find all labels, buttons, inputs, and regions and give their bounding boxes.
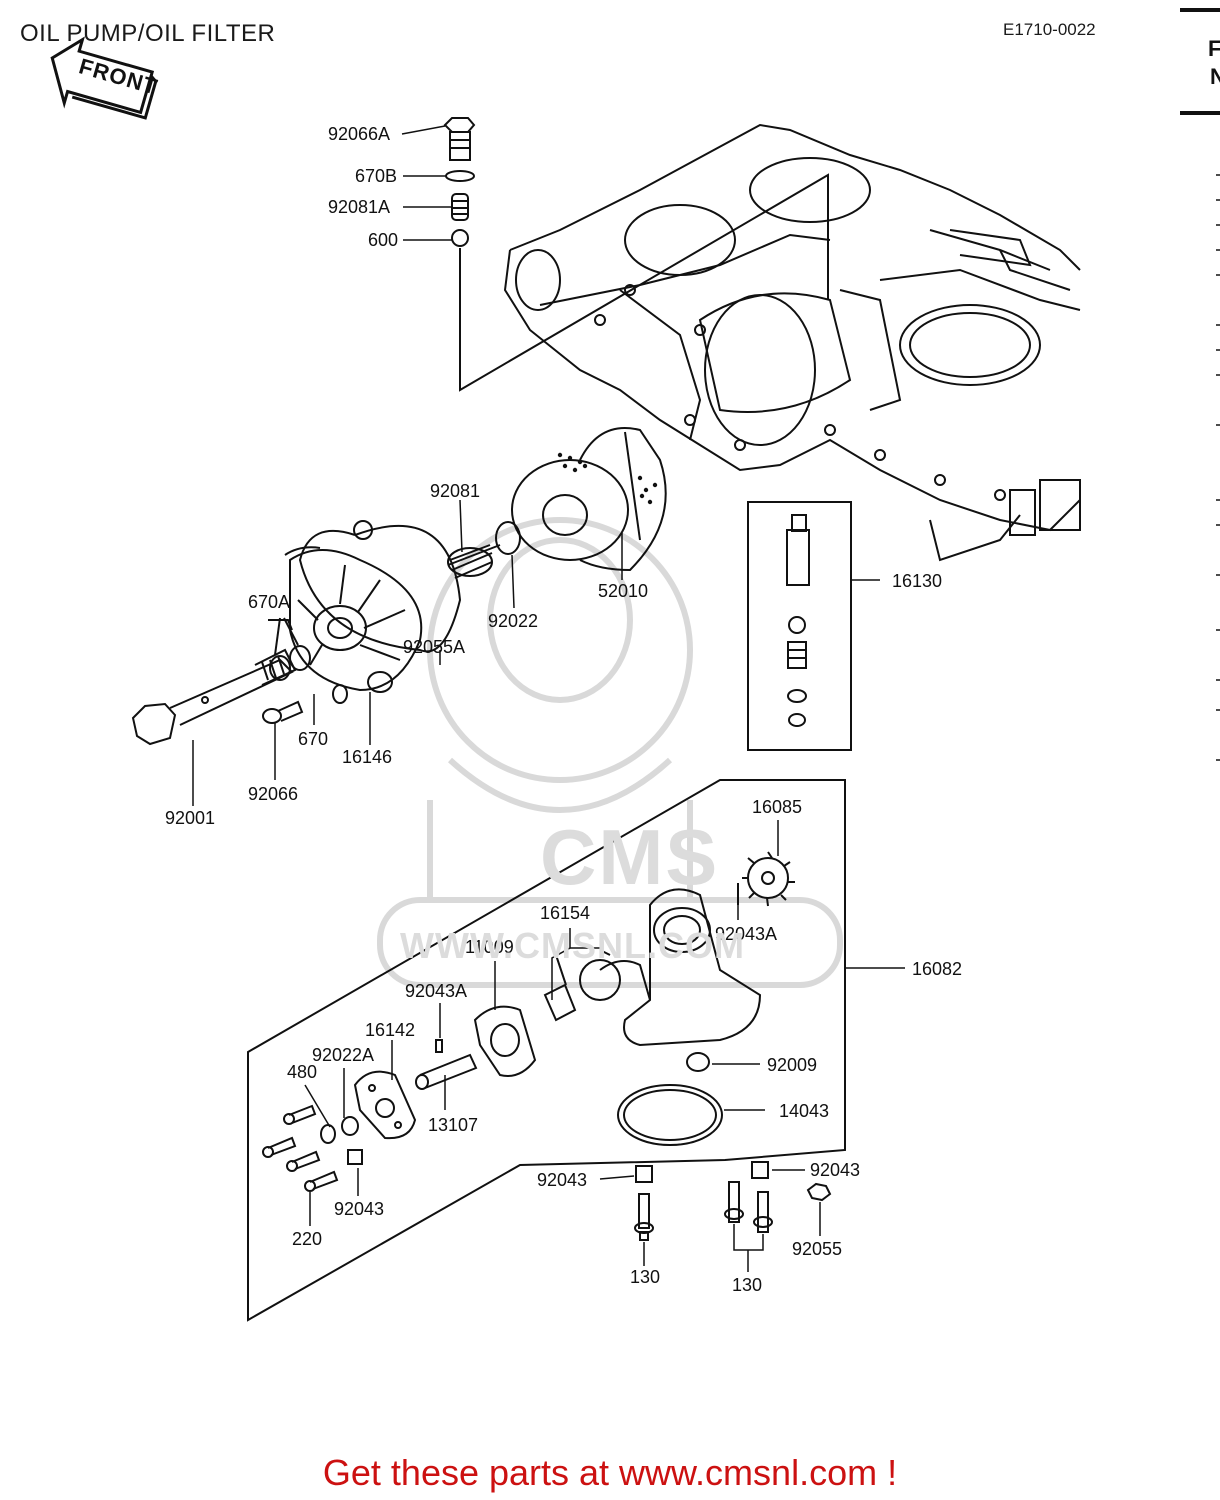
label-16154: 16154 (540, 903, 591, 923)
label-480: 480 (287, 1062, 318, 1082)
spring-92081 (447, 544, 501, 579)
plug-92009 (686, 1052, 710, 1072)
nut-92055 (806, 1182, 832, 1202)
label-16146: 16146 (342, 747, 393, 767)
pump-cover-16142 (353, 1070, 417, 1140)
dowel-92043-left (347, 1149, 363, 1165)
bolt-92001 (131, 648, 297, 746)
washer-670 (332, 684, 348, 704)
label-92043-right: 92043 (810, 1160, 861, 1180)
ball-600 (451, 229, 469, 247)
label-92022: 92022 (488, 611, 539, 631)
o-ring-92055a (298, 520, 462, 653)
label-92043-center: 92043 (537, 1170, 588, 1190)
washer-92022a (341, 1116, 359, 1136)
o-rings-670a (268, 617, 311, 681)
filter-holes (557, 452, 658, 505)
label-16142: 16142 (365, 1020, 416, 1040)
gasket-11009 (473, 1005, 537, 1077)
label-130-right: 130 (732, 1275, 763, 1295)
edge-letter-n: N (1210, 64, 1220, 89)
label-92001: 92001 (165, 808, 216, 828)
front-arrow-icon (50, 36, 158, 120)
sprocket-16085 (742, 851, 795, 907)
label-16130: 16130 (892, 571, 943, 591)
label-16085: 16085 (752, 797, 803, 817)
label-11009: 11009 (465, 937, 514, 957)
screws-220 (262, 1104, 339, 1192)
filter-cover-16146 (284, 546, 423, 693)
washer-92022 (495, 521, 521, 555)
label-92081a: 92081A (328, 197, 391, 217)
label-600: 600 (368, 230, 399, 250)
watermark-brand: CMS (540, 813, 720, 901)
label-14043: 14043 (779, 1101, 830, 1121)
shaft-13107 (415, 1053, 478, 1090)
label-670a: 670A (248, 592, 291, 612)
label-670b: 670B (355, 166, 398, 186)
footer-cta[interactable]: Get these parts at www.cmsnl.com ! (322, 1452, 898, 1493)
cms-watermark-logo (377, 517, 843, 988)
rotor-16154 (543, 949, 611, 1022)
pump-body (579, 888, 762, 1047)
bolt-92066 (262, 700, 304, 724)
label-92066: 92066 (248, 784, 299, 804)
label-92043a-lower: 92043A (405, 981, 468, 1001)
dowel-92043-right (751, 1161, 769, 1179)
pin-92043a-lower (435, 1039, 443, 1053)
leader-lines (192, 125, 905, 1272)
label-220: 220 (292, 1229, 323, 1249)
label-92055: 92055 (792, 1239, 843, 1259)
spring-92081a (451, 193, 469, 221)
watermark-site: WWW.CMSNL.COM (400, 925, 745, 966)
label-92055a: 92055A (403, 637, 466, 657)
plug-92066a (443, 117, 476, 161)
diagram-code: E1710-0022 (1003, 20, 1096, 39)
circlip-480 (320, 1124, 336, 1144)
label-670: 670 (298, 729, 329, 749)
screen-14043 (617, 1084, 723, 1146)
bolts-130-right (724, 1181, 773, 1233)
label-130-center: 130 (630, 1267, 661, 1287)
bolt-130-center (634, 1193, 654, 1241)
label-92043-left: 92043 (334, 1199, 385, 1219)
relief-valve-16130 (747, 501, 852, 751)
diagram-title: OIL PUMP/OIL FILTER (20, 20, 276, 47)
label-92043a-upper: 92043A (715, 924, 778, 944)
label-92081: 92081 (430, 481, 481, 501)
crankcase-outline (503, 123, 1081, 562)
label-13107: 13107 (428, 1115, 479, 1135)
label-92022a: 92022A (312, 1045, 375, 1065)
label-92066a: 92066A (328, 124, 391, 144)
edge-letter-f: F (1208, 36, 1220, 61)
label-16082: 16082 (912, 959, 963, 979)
dowel-92043-center (635, 1165, 653, 1183)
label-52010: 52010 (598, 581, 649, 601)
edge-tick-marks (1216, 174, 1220, 761)
label-92009: 92009 (767, 1055, 818, 1075)
oil-pump-box-16082 (247, 779, 846, 1322)
washer-670b (445, 170, 475, 182)
